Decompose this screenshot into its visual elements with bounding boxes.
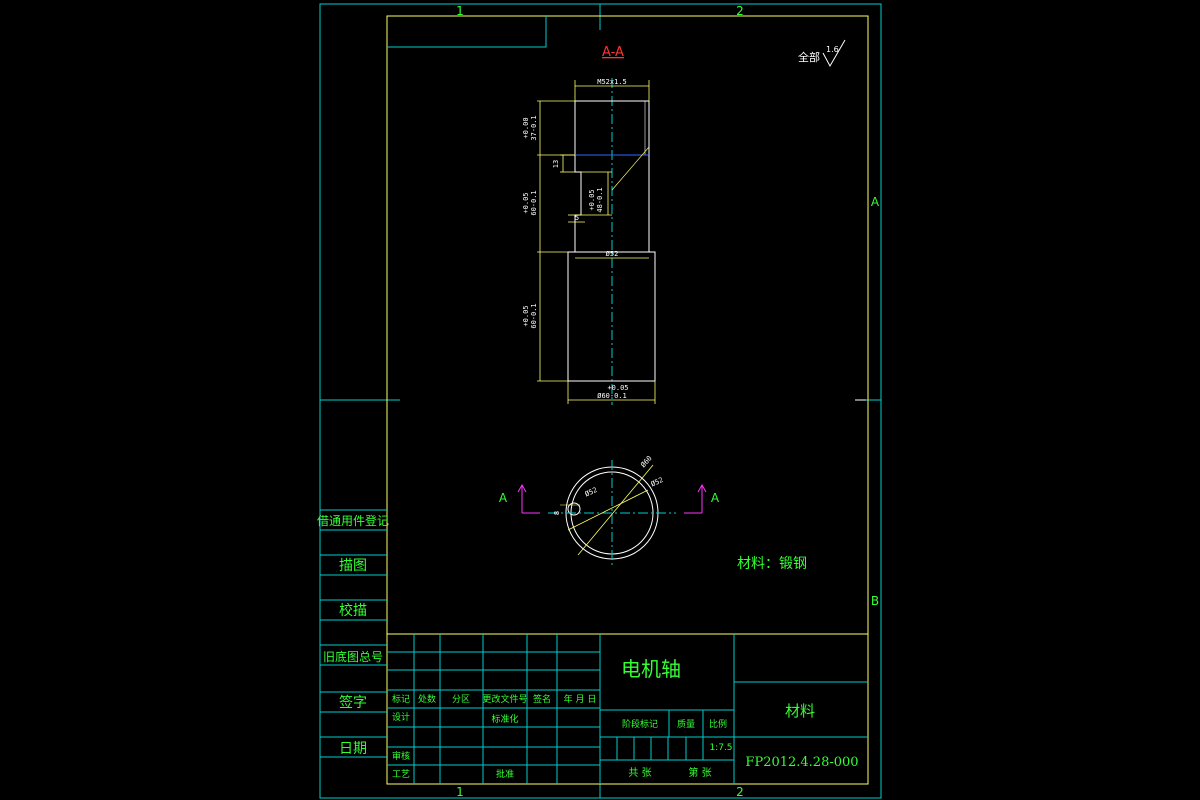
section-marker-right: A xyxy=(711,491,720,505)
dim-mid-len: 60-0.1 xyxy=(530,190,538,215)
zone-top-2: 2 xyxy=(736,4,744,18)
dia-leader-1 xyxy=(577,464,654,556)
zone-bottom-2: 2 xyxy=(736,785,744,799)
dim-base-dia: Ø60-0.1 xyxy=(597,392,627,400)
side-row-4: 旧底图总号 xyxy=(323,649,383,664)
dim-lower-len-tol: +0.05 xyxy=(522,305,530,326)
sheet-number: 第 张 xyxy=(688,766,711,779)
rev-header-doc: 更改文件号 xyxy=(482,693,527,705)
title-block-lines xyxy=(387,633,868,784)
zone-right-a: A xyxy=(871,195,880,209)
roughness-symbol xyxy=(822,39,846,68)
dim-mid-dia: Ø52 xyxy=(606,250,619,258)
section-title: A-A xyxy=(602,45,624,60)
roughness-label: 全部 xyxy=(798,50,820,64)
dia-leader-2 xyxy=(567,489,649,531)
side-row-6: 日期 xyxy=(339,741,367,757)
groove-profile xyxy=(574,155,582,252)
rev-header-zone: 分区 xyxy=(452,694,470,705)
drawing-number: FP2012.4.28-000 xyxy=(745,755,858,770)
dim-circle-small: 8 xyxy=(553,511,561,515)
label-approve: 批准 xyxy=(496,768,514,780)
dim-circle-mid: Ø52 xyxy=(584,486,599,499)
label-stage: 阶段标记 xyxy=(622,718,658,730)
label-review: 审核 xyxy=(392,750,410,762)
zone-right-b: B xyxy=(871,594,879,608)
label-scale: 比例 xyxy=(709,718,727,730)
zone-top-1: 1 xyxy=(456,4,464,18)
shaft-view xyxy=(567,78,656,405)
section-marker-left: A xyxy=(499,491,508,505)
material-note: 材料：锻钢 xyxy=(737,556,807,572)
dim-mid-len-tol: +0.05 xyxy=(522,192,530,213)
side-row-1: 借通用件登记 xyxy=(317,513,389,528)
label-weight: 质量 xyxy=(677,718,695,730)
dim-upper-len: 37-0.1 xyxy=(530,115,538,140)
side-row-3: 校描 xyxy=(339,602,367,619)
side-table-lines xyxy=(320,509,387,758)
side-row-5: 签字 xyxy=(339,694,367,711)
part-name: 电机轴 xyxy=(621,657,681,681)
dim-groove: 48-0.1 xyxy=(596,187,604,212)
zone-bottom-1: 1 xyxy=(456,785,464,799)
dim-upper-len-tol: +0.00 xyxy=(522,117,530,138)
rev-header-count: 处数 xyxy=(418,693,436,705)
small-hole xyxy=(567,502,581,516)
corner-box xyxy=(387,16,547,48)
material-label: 材料 xyxy=(785,702,815,720)
label-process: 工艺 xyxy=(392,769,410,780)
label-standardization: 标准化 xyxy=(491,713,518,725)
leader-diagonal xyxy=(611,146,650,191)
circle-view xyxy=(548,460,676,566)
rev-header-date: 年 月 日 xyxy=(564,693,597,705)
side-row-2: 描图 xyxy=(339,558,367,574)
section-marker-right-shape xyxy=(684,483,707,514)
dim-step-5: 5 xyxy=(575,214,579,222)
dimension-lines xyxy=(537,80,656,404)
inner-border xyxy=(386,15,869,785)
section-marker-left-shape xyxy=(517,483,540,514)
scale-value: 1:7.5 xyxy=(709,743,732,753)
sheets-total: 共 张 xyxy=(628,767,651,779)
dim-circle-inner: Ø52 xyxy=(650,476,665,489)
dim-lower-len: 60-0.1 xyxy=(530,303,538,328)
rev-header-sign: 签名 xyxy=(533,693,551,705)
dim-groove-tol: +0.05 xyxy=(588,189,596,210)
roughness-value: 1.6 xyxy=(826,45,839,54)
rev-header-mark: 标记 xyxy=(392,693,410,705)
dim-top-thread: M52x1.5 xyxy=(597,78,627,86)
dim-base-dia-tol: +0.05 xyxy=(607,384,628,392)
label-design: 设计 xyxy=(392,711,410,723)
dim-step-13: 13 xyxy=(552,160,560,168)
